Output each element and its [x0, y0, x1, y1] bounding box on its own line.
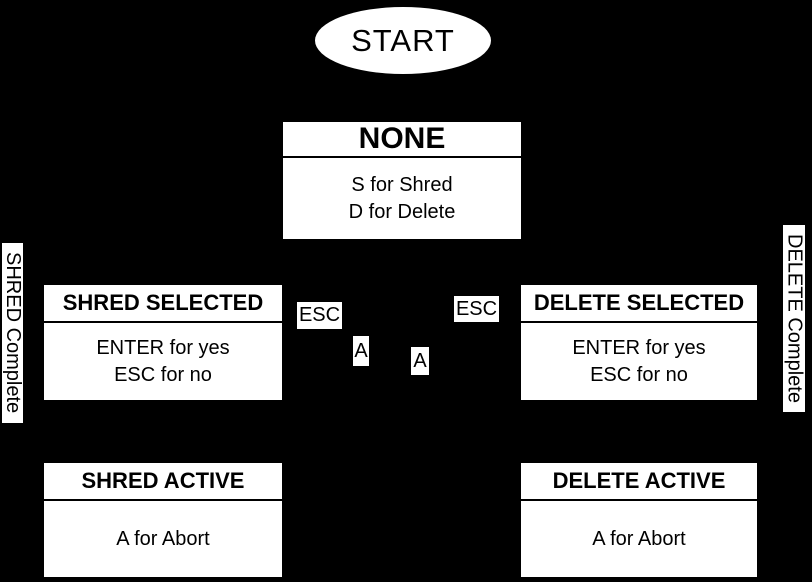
state-shred-selected-line2: ESC for no	[114, 363, 212, 386]
state-delete-selected-body: ENTER for yes ESC for no	[521, 323, 757, 400]
state-none-title: NONE	[283, 122, 521, 158]
edge-label-esc-left: ESC	[297, 302, 342, 329]
state-shred-active: SHRED ACTIVE A for Abort	[44, 463, 282, 577]
state-shred-active-line1: A for Abort	[116, 527, 210, 550]
state-shred-selected-body: ENTER for yes ESC for no	[44, 323, 282, 400]
state-delete-selected-line1: ENTER for yes	[572, 336, 706, 359]
state-shred-selected-line1: ENTER for yes	[96, 336, 230, 359]
state-shred-selected-title: SHRED SELECTED	[44, 285, 282, 323]
start-node: START	[315, 7, 491, 74]
edge-label-a-left: A	[353, 336, 369, 366]
state-delete-selected: DELETE SELECTED ENTER for yes ESC for no	[521, 285, 757, 400]
state-delete-selected-line2: ESC for no	[590, 363, 688, 386]
state-delete-selected-title: DELETE SELECTED	[521, 285, 757, 323]
edge-label-esc-right: ESC	[454, 296, 499, 322]
start-node-label: START	[351, 22, 455, 58]
state-delete-active-title: DELETE ACTIVE	[521, 463, 757, 501]
state-delete-active: DELETE ACTIVE A for Abort	[521, 463, 757, 577]
state-shred-active-body: A for Abort	[44, 501, 282, 577]
state-none-line1: S for Shred	[351, 173, 453, 196]
state-delete-active-body: A for Abort	[521, 501, 757, 577]
state-none-line2: D for Delete	[348, 200, 456, 223]
state-none-body: S for Shred D for Delete	[283, 158, 521, 239]
edge-label-shred-complete: SHRED Complete	[2, 243, 24, 423]
state-shred-active-title: SHRED ACTIVE	[44, 463, 282, 501]
edge-label-delete-complete: DELETE Complete	[783, 225, 806, 412]
state-shred-selected: SHRED SELECTED ENTER for yes ESC for no	[44, 285, 282, 400]
edge-label-a-right: A	[411, 347, 429, 375]
state-none: NONE S for Shred D for Delete	[283, 122, 521, 239]
state-delete-active-line1: A for Abort	[592, 527, 686, 550]
